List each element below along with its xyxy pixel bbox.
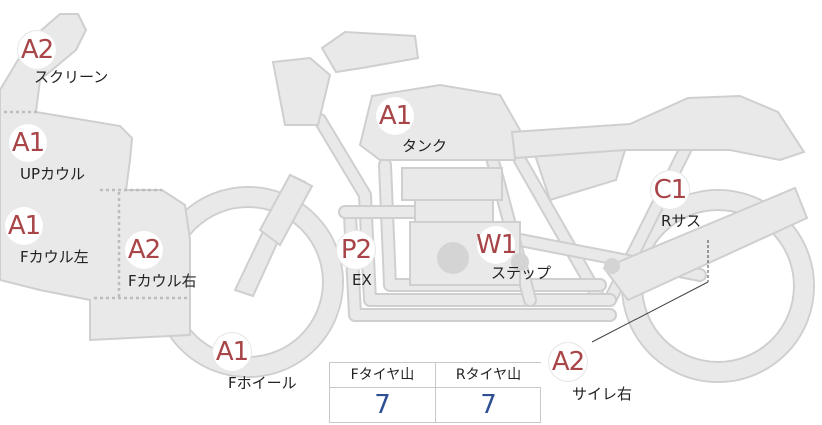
part-label-front-wheel: Fホイール	[228, 374, 297, 392]
grade-badge-tank: A1	[375, 96, 415, 136]
grade-badge-front-cowl-right: A2	[124, 230, 164, 270]
headlight-cowl	[271, 56, 332, 126]
grade-badge-silencer-right: A2	[548, 342, 588, 382]
grade-badge-front-cowl-left: A1	[4, 206, 44, 246]
seat	[510, 94, 806, 162]
part-label-step: ステップ	[491, 264, 552, 282]
front-tread-value: 7	[374, 390, 391, 420]
grade-badge-front-wheel: A1	[212, 332, 252, 372]
grade-badge-rear-suspension: C1	[650, 170, 690, 210]
grade-badge-step: W1	[476, 225, 517, 265]
part-label-rear-suspension: Rサス	[661, 212, 702, 230]
rear-tread-cell: Rタイヤ山 7	[436, 363, 541, 422]
front-tread-cell: Fタイヤ山 7	[330, 363, 436, 422]
part-label-front-cowl-left: Fカウル左	[20, 248, 89, 266]
grade-badge-upper-cowl: A1	[8, 123, 48, 163]
part-label-exhaust: EX	[352, 271, 372, 289]
grade-badge-screen: A2	[17, 30, 57, 70]
part-label-front-cowl-right: Fカウル右	[128, 272, 197, 290]
side-cover	[532, 148, 627, 202]
front-fork	[233, 173, 314, 298]
part-label-upper-cowl: UPカウル	[20, 165, 86, 183]
leader-lines	[591, 240, 709, 343]
tire-tread-table: Fタイヤ山 7 Rタイヤ山 7	[329, 362, 541, 423]
rear-tread-value: 7	[480, 390, 497, 420]
part-label-silencer-right: サイレ右	[572, 385, 633, 403]
silencer-shape	[602, 186, 809, 302]
handlebar	[320, 30, 420, 74]
front-tread-header: Fタイヤ山	[330, 363, 435, 388]
part-label-tank: タンク	[402, 137, 448, 155]
cowl-seams	[4, 110, 188, 300]
rear-tread-header: Rタイヤ山	[436, 363, 541, 388]
part-label-screen: スクリーン	[34, 68, 109, 86]
grade-badge-exhaust: P2	[336, 230, 376, 270]
